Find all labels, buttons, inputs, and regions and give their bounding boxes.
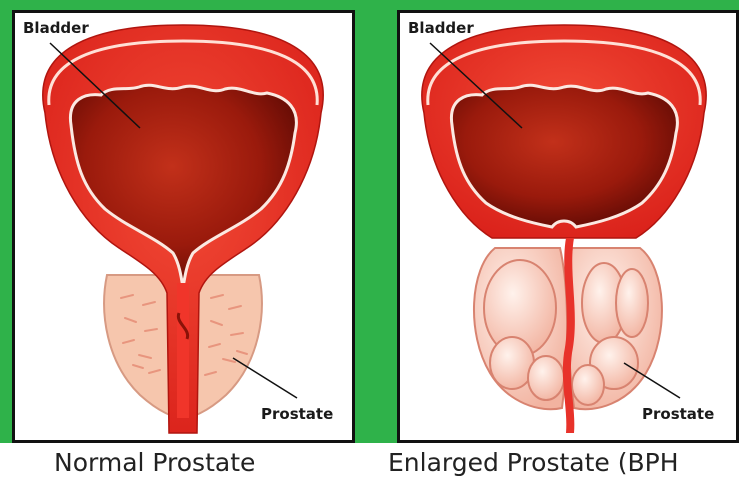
prostate-leader-line [233,358,297,398]
enlarged-prostate-panel: Bladder Prostate [397,10,739,443]
bladder-label: Bladder [23,19,89,37]
normal-prostate-panel: Bladder Prostate [12,10,355,443]
prostate-label: Prostate [642,405,714,423]
normal-prostate-caption: Normal Prostate [54,448,255,477]
normal-prostate-illustration [15,13,352,440]
prostate-label: Prostate [261,405,333,423]
bladder-label: Bladder [408,19,474,37]
normal-bladder-lumen [70,85,296,288]
enlarged-prostate-illustration [400,13,736,440]
enlarged-prostate-caption: Enlarged Prostate (BPH [388,448,679,477]
